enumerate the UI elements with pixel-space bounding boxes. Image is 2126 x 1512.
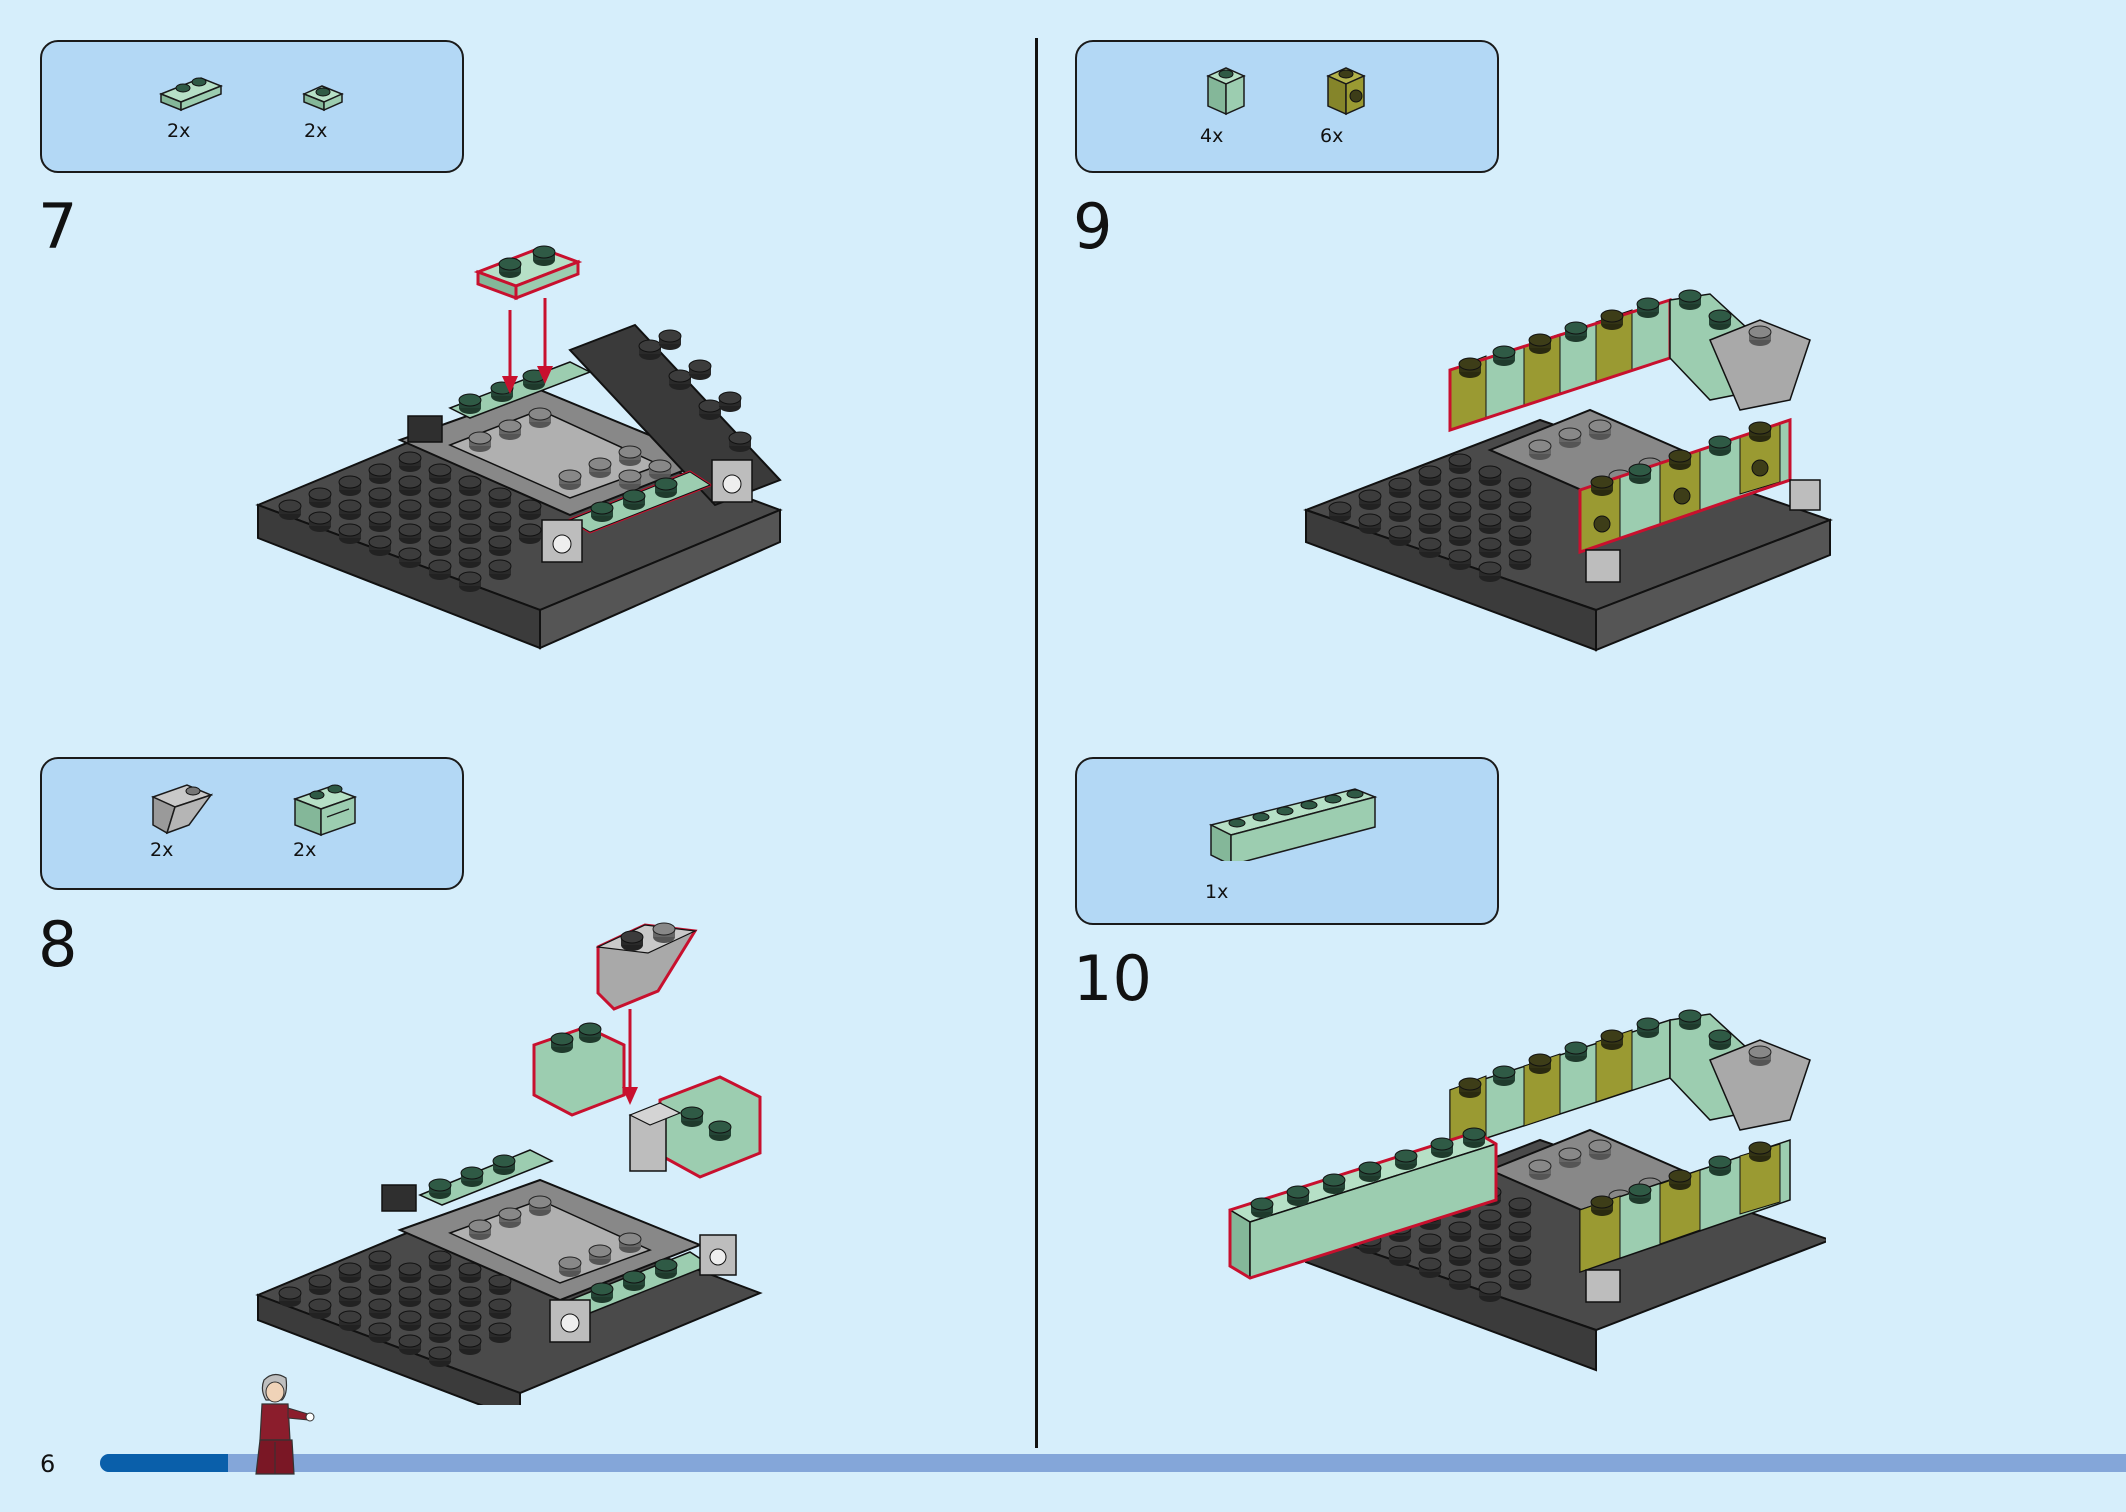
progress-track: [100, 1454, 2126, 1472]
brick-1x6-sand-green-icon: [1208, 788, 1378, 861]
part-slot: 2x: [300, 64, 380, 174]
step-9-model-illustration: [1303, 289, 1833, 652]
parts-callout-step-10: 1x: [1075, 757, 1499, 925]
step-10-model-illustration: [1228, 1009, 1826, 1372]
parts-callout-step-9: 4x 6x: [1075, 40, 1499, 173]
step-7-model-illustration: [255, 245, 783, 650]
part-slot: 2x: [157, 62, 237, 172]
plate-1x1-sand-green-icon: [302, 85, 344, 112]
progress-fill: [100, 1454, 228, 1472]
minifigure-icon: [255, 1373, 315, 1475]
plate-1x2-sand-green-icon: [158, 77, 224, 112]
part-slot: 1x: [1205, 781, 1385, 903]
part-quantity: 2x: [304, 120, 328, 142]
page-divider: [1035, 38, 1038, 1448]
part-quantity: 4x: [1200, 125, 1224, 147]
part-quantity: 1x: [1205, 881, 1229, 903]
brick-modified-sand-green-icon: [292, 784, 358, 837]
parts-callout-step-7: 2x 2x: [40, 40, 464, 173]
part-slot: 4x: [1200, 62, 1282, 172]
step-number: 9: [1073, 190, 1113, 263]
parts-callout-step-8: 2x 2x: [40, 757, 464, 890]
part-quantity: 2x: [167, 120, 191, 142]
step-8-model-illustration: [255, 922, 763, 1405]
step-number: 10: [1073, 942, 1152, 1015]
step-number: 7: [38, 190, 78, 263]
part-slot: 6x: [1320, 62, 1402, 172]
part-quantity: 2x: [150, 839, 174, 861]
step-number: 8: [38, 908, 78, 981]
brick-1x1-stud-olive-icon: [1326, 67, 1366, 116]
page-number: 6: [40, 1450, 56, 1478]
slope-inverted-light-grey-icon: [150, 784, 214, 835]
part-slot: 2x: [289, 777, 369, 887]
part-quantity: 6x: [1320, 125, 1344, 147]
part-slot: 2x: [145, 777, 225, 887]
brick-1x1-sand-green-icon: [1206, 67, 1246, 116]
part-quantity: 2x: [293, 839, 317, 861]
